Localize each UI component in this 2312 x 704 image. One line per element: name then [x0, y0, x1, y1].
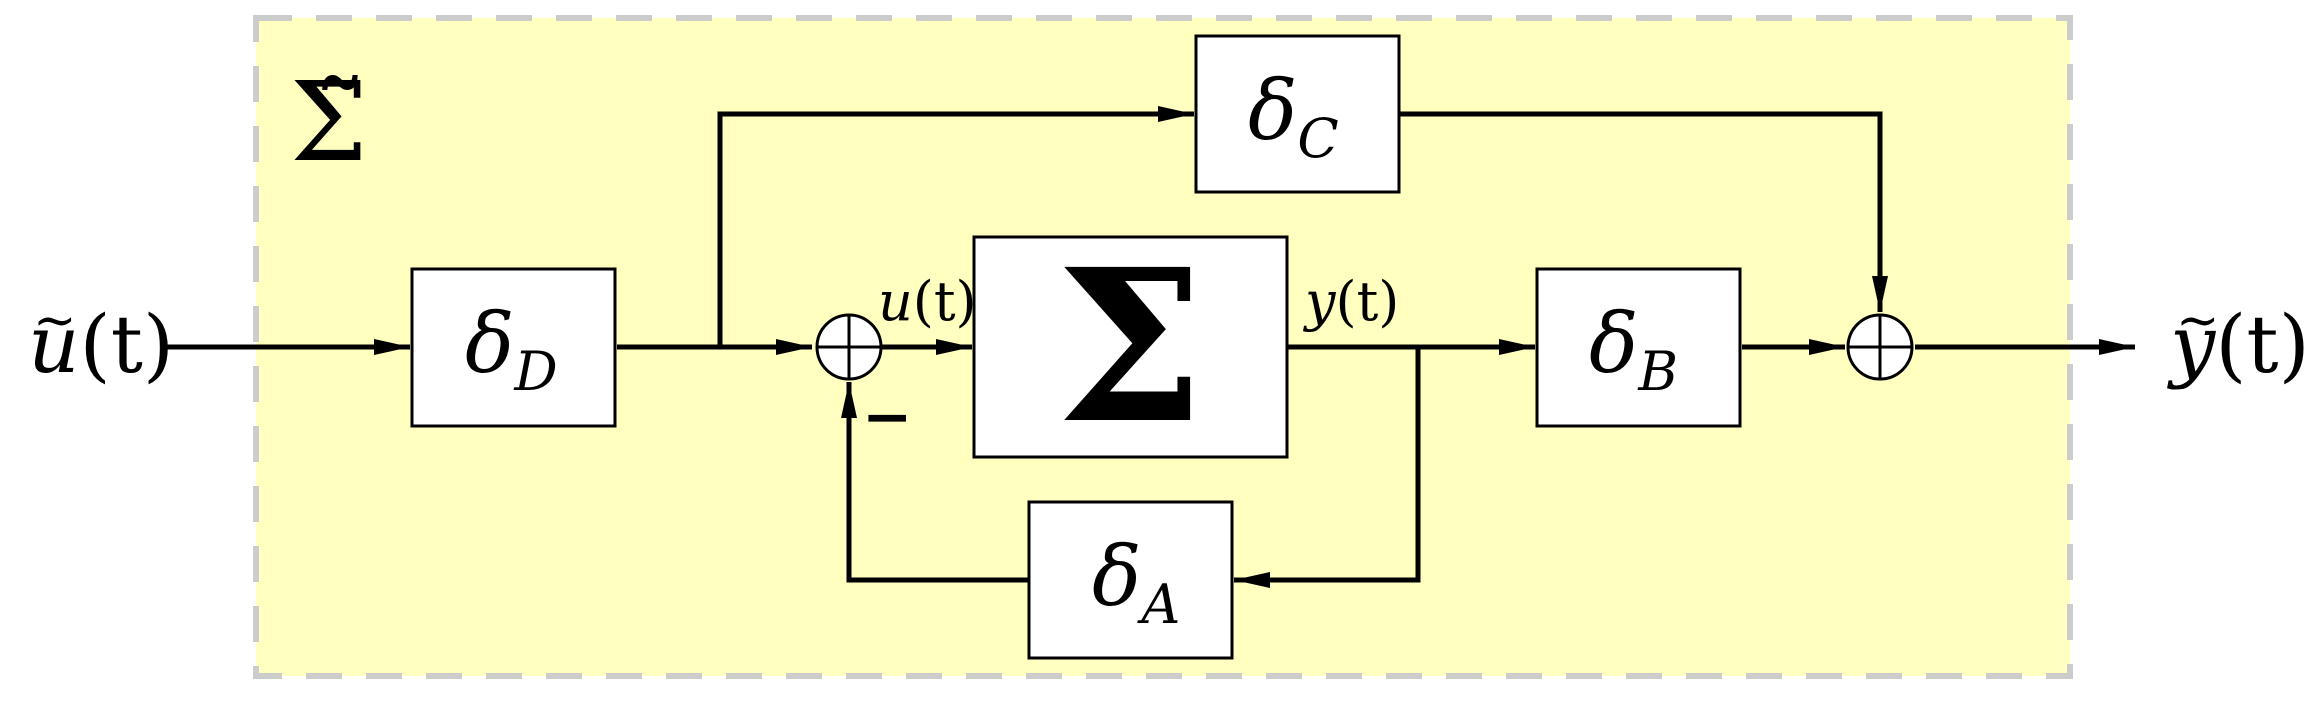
- block-system: Σ: [972, 223, 1289, 470]
- svg-text:~: ~: [33, 291, 77, 351]
- svg-text:δB: δB: [1589, 297, 1678, 403]
- sum-junction-2: [1846, 313, 1914, 381]
- svg-text:Σ: Σ: [1056, 223, 1204, 470]
- label-output-signal: y(t) ~: [2167, 291, 2310, 391]
- wire-dC-to-sum2: [1399, 111, 1888, 312]
- region-label: Σ̃: [290, 58, 368, 186]
- wire-feedback-to-dA: [1234, 347, 1421, 588]
- block-delta-A: δA: [1027, 500, 1234, 660]
- feedback-sign: −: [862, 382, 912, 452]
- svg-text:δC: δC: [1248, 64, 1339, 170]
- svg-text:δD: δD: [465, 297, 558, 403]
- block-delta-B: δB: [1535, 267, 1742, 428]
- svg-text:y(t): y(t): [1303, 270, 1399, 333]
- svg-text:~: ~: [2176, 291, 2220, 351]
- svg-text:Σ̃: Σ̃: [290, 58, 368, 186]
- label-internal-input: u(t): [878, 270, 977, 333]
- block-delta-C: δC: [1194, 34, 1401, 194]
- svg-text:y(t): y(t): [2167, 298, 2310, 391]
- svg-text:u(t): u(t): [28, 298, 174, 391]
- sum-junction-1: [815, 313, 883, 381]
- wire-to-dC: [717, 106, 1194, 347]
- label-internal-output: y(t): [1303, 270, 1399, 333]
- wire-dA-to-sum1: [841, 382, 1029, 583]
- label-input-signal: u(t) ~: [28, 291, 174, 391]
- svg-text:u(t): u(t): [878, 270, 977, 333]
- block-delta-D: δD: [410, 267, 617, 428]
- svg-text:δA: δA: [1092, 530, 1180, 636]
